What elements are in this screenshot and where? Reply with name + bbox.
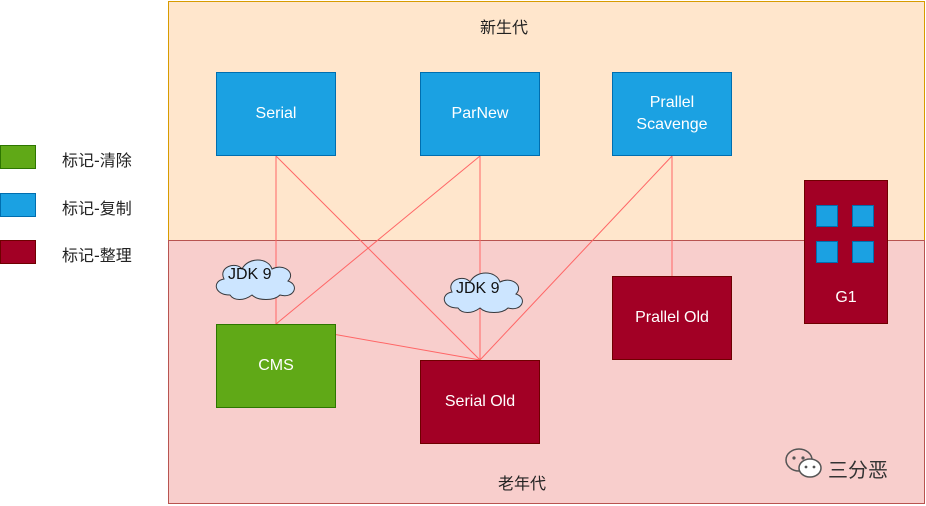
parnew-collector: ParNew (420, 72, 540, 156)
legend-label-mark-compact: 标记-整理 (62, 246, 132, 265)
legend-label-mark-copy: 标记-复制 (62, 199, 132, 218)
parnew-label: ParNew (451, 105, 509, 122)
legend-swatch-mark-copy (0, 193, 36, 217)
legend-swatch-mark-compact (0, 240, 36, 264)
serial-old-collector: Serial Old (420, 360, 540, 444)
cms-label: CMS (258, 357, 294, 374)
prallel-scavenge-label: Prallel Scavenge (636, 92, 707, 136)
connector-scavenge-serial-old (479, 155, 673, 361)
prallel-old-collector: Prallel Old (612, 276, 732, 360)
jdk9-middle-label: JDK 9 (456, 280, 500, 297)
legend-label-mark-sweep: 标记-清除 (62, 151, 132, 170)
prallel-scavenge-line2: Scavenge (636, 116, 708, 133)
jdk9-left-label: JDK 9 (228, 266, 272, 283)
wechat-icon (785, 448, 822, 478)
g1-region-cell (816, 205, 838, 227)
prallel-scavenge-line1: Prallel (649, 94, 695, 111)
legend-swatch-mark-sweep (0, 145, 36, 169)
prallel-scavenge-collector: Prallel Scavenge (612, 72, 732, 156)
g1-region-cell (852, 241, 874, 263)
serial-label: Serial (255, 105, 297, 122)
young-generation-label: 新生代 (480, 18, 529, 37)
g1-collector: G1 (804, 180, 888, 324)
g1-label: G1 (835, 289, 857, 306)
g1-region-cell (816, 241, 838, 263)
jdk9-middle-cloud (443, 272, 523, 313)
connector-serial-serial-old (275, 155, 481, 361)
g1-region-cell (852, 205, 874, 227)
cms-collector: CMS (216, 324, 336, 408)
serial-old-label: Serial Old (444, 393, 516, 410)
prallel-old-label: Prallel Old (635, 309, 709, 326)
watermark-text: 三分恶 (828, 458, 888, 482)
old-generation-label: 老年代 (498, 474, 547, 493)
serial-collector: Serial (216, 72, 336, 156)
connector-parnew-cms (275, 155, 481, 325)
jdk9-left-cloud (215, 259, 295, 300)
